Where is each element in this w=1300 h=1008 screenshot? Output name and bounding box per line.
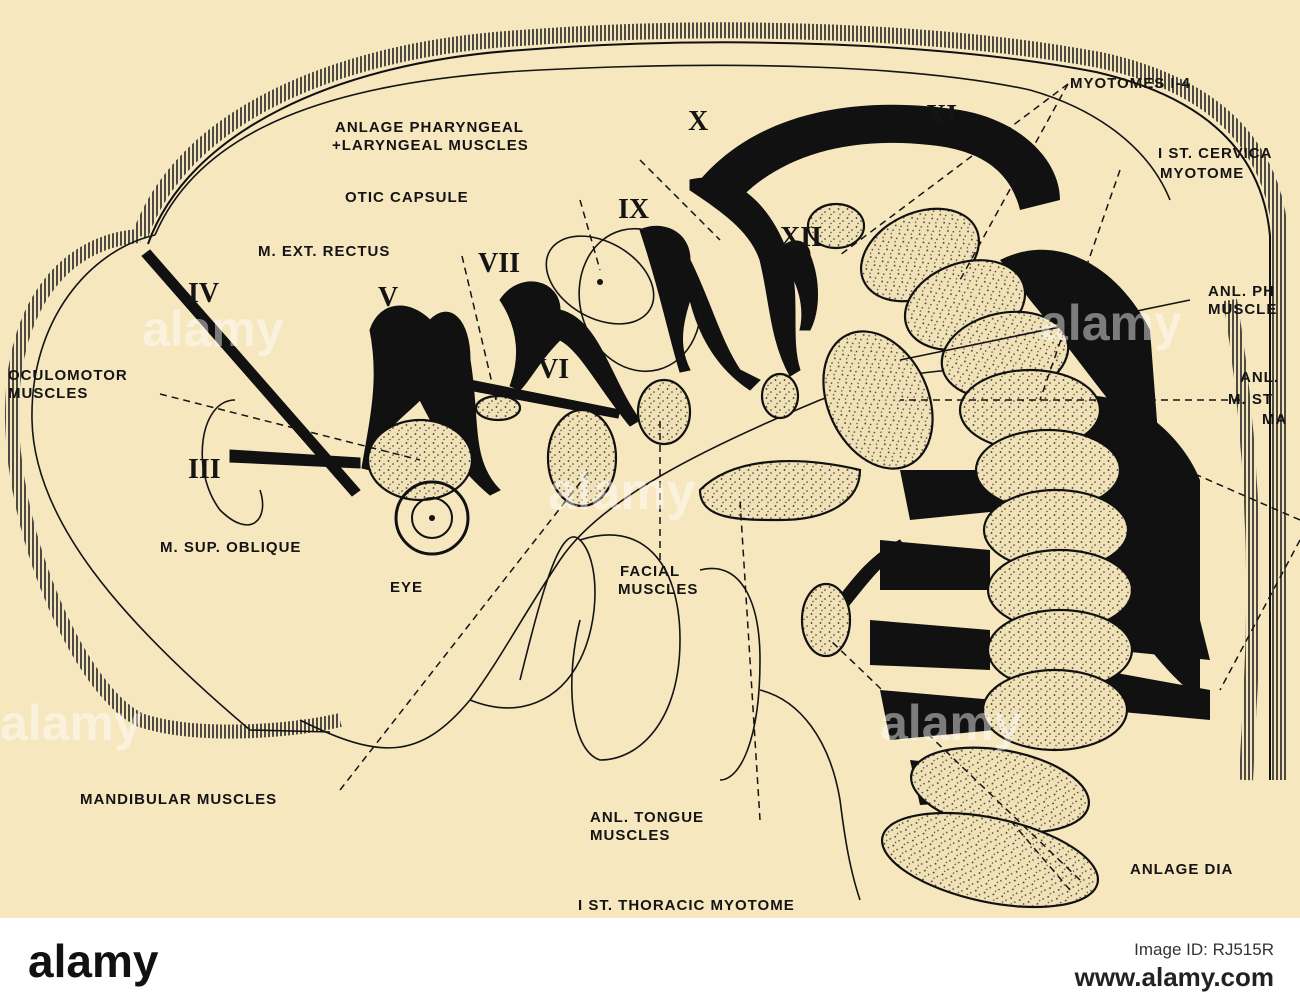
- third-arch: [699, 567, 761, 781]
- mandibular-arch: [469, 536, 596, 709]
- label-oculomotor-1: OCULOMOTOR: [8, 367, 128, 384]
- pharyngeal-muscle-mass: [760, 372, 800, 420]
- sternomastoid-muscle: [822, 330, 934, 470]
- label-anl-st-3: MA: [1262, 411, 1287, 428]
- embryo-inner-contour: [147, 41, 1271, 780]
- label-anl-ph-1: ANL. PH: [1208, 283, 1275, 300]
- tongue-muscle-mass: [698, 459, 862, 522]
- cervical-anlage: [800, 582, 852, 658]
- neck-outline: [759, 689, 861, 901]
- abducens-nerve: [467, 379, 621, 419]
- nerve-label-iv: IV: [188, 278, 219, 309]
- nerve-label-iii: III: [188, 454, 221, 485]
- label-otic: OTIC CAPSULE: [345, 189, 469, 206]
- nerve-label-ix: IX: [618, 194, 649, 225]
- myotome-fringe: [700, 104, 1210, 805]
- cervical-myotome-6: [981, 668, 1129, 752]
- embryo-outer-surface: [132, 22, 1288, 780]
- label-facial-1: FACIAL: [620, 563, 680, 580]
- brain-outline: [31, 64, 1171, 733]
- label-cervical-2: MYOTOME: [1160, 165, 1244, 182]
- nerve-label-vi: VI: [538, 354, 569, 385]
- head-outline: [4, 229, 342, 739]
- vagus-nerve: [689, 177, 801, 377]
- label-anlage-dia: ANLAGE DIA: [1130, 861, 1233, 878]
- image-id: Image ID: RJ515R: [1134, 940, 1274, 959]
- footer-url-link[interactable]: www.alamy.com: [1074, 962, 1274, 992]
- footer-meta: Image ID: RJ515R www.alamy.com: [1075, 940, 1274, 993]
- label-sup-oblique: M. SUP. OBLIQUE: [160, 539, 301, 556]
- spinal-cord: [1223, 298, 1261, 781]
- nerve-label-xi: XI: [926, 100, 957, 131]
- ext-rectus-muscle: [474, 394, 522, 422]
- label-ext-rectus: M. EXT. RECTUS: [258, 243, 390, 260]
- stock-footer: alamy Image ID: RJ515R www.alamy.com: [0, 918, 1300, 1008]
- nerve-label-xii: XII: [780, 222, 822, 253]
- glossopharyngeal-nerve: [639, 225, 761, 391]
- facial-muscle-mass: [636, 378, 692, 446]
- label-facial-2: MUSCLES: [618, 581, 698, 598]
- label-tongue-1: ANL. TONGUE: [590, 809, 704, 826]
- label-anl-st-1: ANL.: [1240, 369, 1279, 386]
- hypoglossal-nerve: [779, 240, 818, 331]
- nerve-label-vii: VII: [478, 248, 520, 279]
- label-tongue-2: MUSCLES: [590, 827, 670, 844]
- label-mandibular: MANDIBULAR MUSCLES: [80, 791, 277, 808]
- facial-nerve: [499, 281, 641, 427]
- alamy-logo[interactable]: alamy: [28, 935, 159, 987]
- label-anl-ph-2: MUSCLE: [1208, 301, 1277, 318]
- hypoglossal-muscle-mass: [806, 202, 866, 250]
- label-eye: EYE: [390, 579, 423, 596]
- oculomotor-nerve: [229, 449, 361, 469]
- nerve-label-v: V: [378, 282, 398, 313]
- thoracic-myotome: [880, 811, 1100, 909]
- label-anl-st-2: M. ST: [1228, 391, 1273, 408]
- label-oculomotor-2: MUSCLES: [8, 385, 88, 402]
- illustration-plate: MYOTOMES I-4 ANLAGE PHARYNGEAL +LARYNGEA…: [0, 0, 1300, 918]
- eye: [394, 480, 470, 556]
- label-laryngeal: +LARYNGEAL MUSCLES: [332, 137, 529, 154]
- hyoid-arch: [571, 534, 681, 761]
- nerve-label-x: X: [688, 106, 708, 137]
- label-myotomes: MYOTOMES I-4: [1070, 75, 1191, 92]
- label-anlage-pharyngeal: ANLAGE PHARYNGEAL: [335, 119, 524, 136]
- mandibular-muscle-mass: [546, 408, 618, 508]
- leader-lines: [159, 83, 1300, 891]
- label-cervical-1: I ST. CERVICA: [1158, 145, 1272, 162]
- otic-capsule: [545, 227, 702, 373]
- muscle-anlagen: [366, 202, 1134, 909]
- label-thoracic: I ST. THORACIC MYOTOME: [578, 897, 795, 914]
- embryo-diagram: MYOTOMES I-4 ANLAGE PHARYNGEAL +LARYNGEA…: [4, 22, 1300, 914]
- optic-outline: [201, 399, 264, 526]
- trochlear-nerve: [141, 249, 361, 497]
